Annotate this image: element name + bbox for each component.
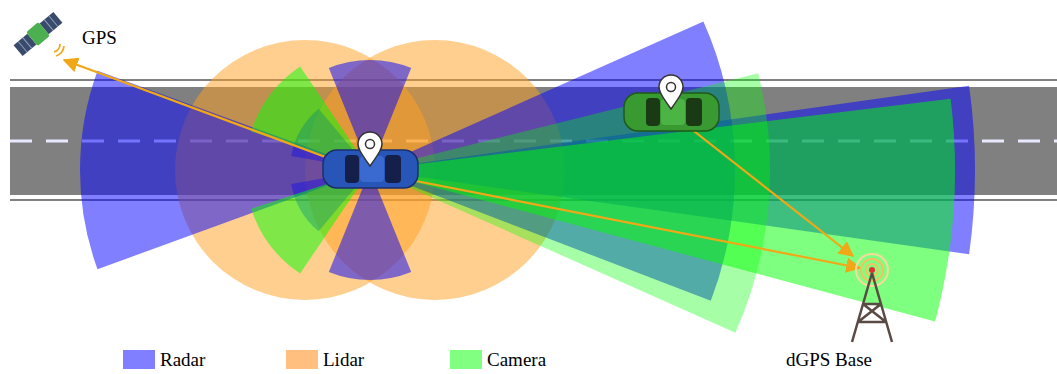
legend-swatch xyxy=(450,350,482,369)
dgps-tower xyxy=(852,254,892,342)
dgps-link xyxy=(676,117,853,256)
caption-label: dGPS Base xyxy=(786,350,872,369)
caption-label: GPS xyxy=(82,28,117,47)
legend-swatch xyxy=(286,350,318,369)
gps-link xyxy=(64,60,366,172)
camera-zone xyxy=(370,73,770,333)
location-pin xyxy=(659,75,683,109)
legend-label: Radar xyxy=(160,350,205,369)
legend-label: Camera xyxy=(487,350,546,369)
legend-swatch xyxy=(123,350,155,369)
road-edge xyxy=(10,79,1057,81)
satellite-icon xyxy=(12,10,63,57)
legend-label: Lidar xyxy=(323,350,364,369)
signal-waves xyxy=(54,44,64,56)
location-pin xyxy=(358,132,382,166)
dgps-link xyxy=(380,174,860,268)
